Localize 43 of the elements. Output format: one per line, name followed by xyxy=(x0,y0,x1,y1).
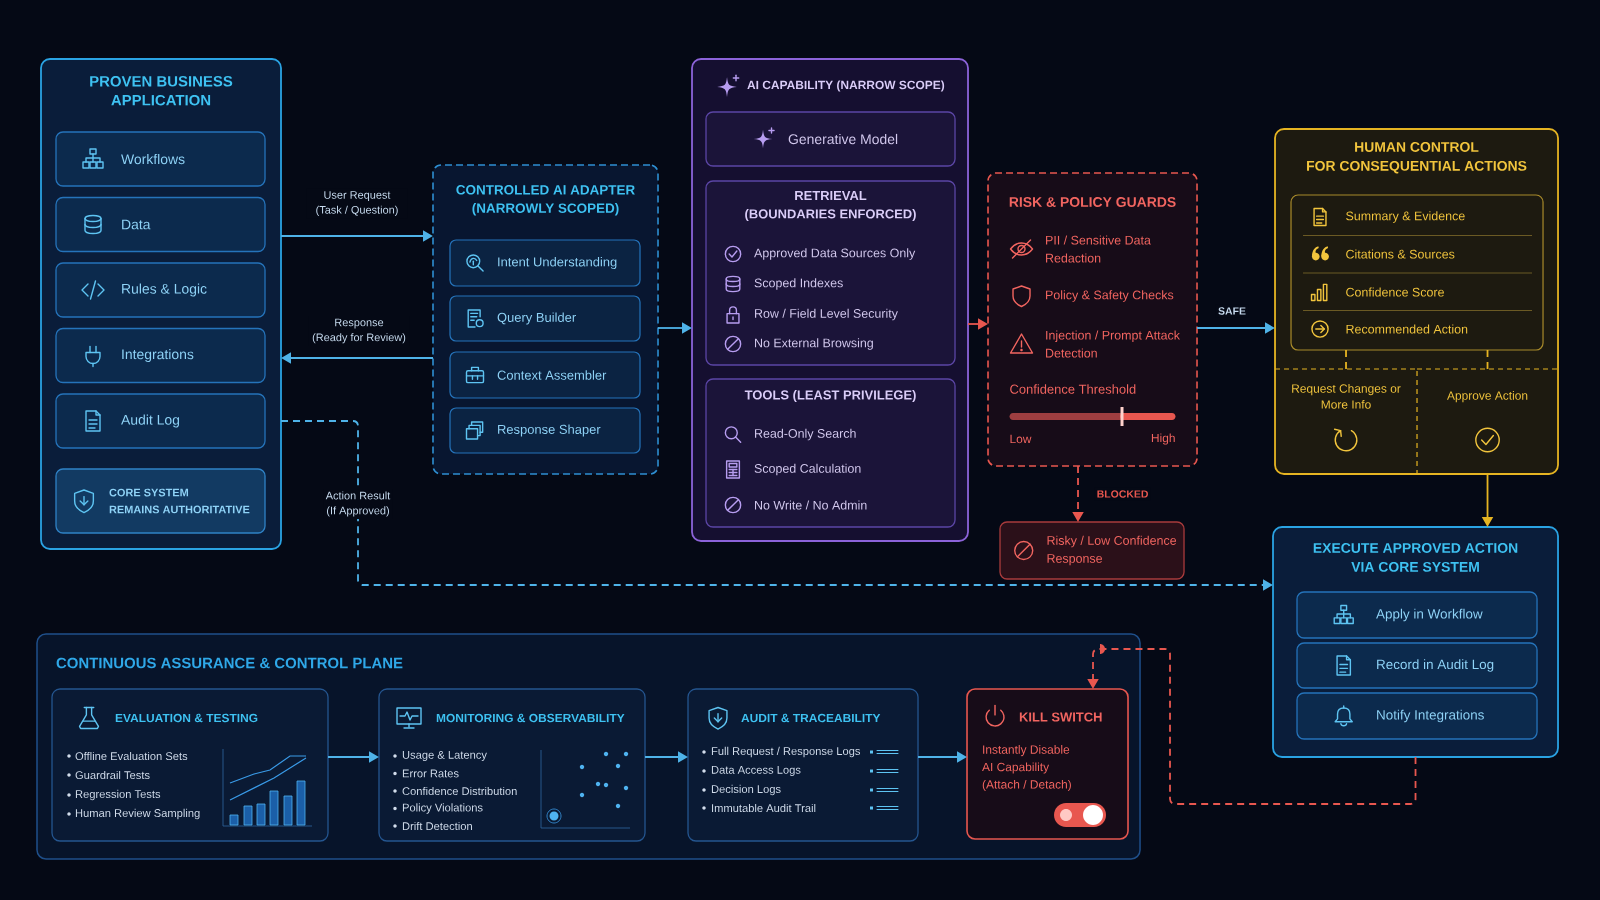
status-box: CORE SYSTEM REMAINS AUTHORITATIVE xyxy=(55,468,266,534)
item-box: Audit Log xyxy=(55,393,266,449)
list-item: Citations & Sources xyxy=(1346,249,1455,259)
bullet-item: Full Request / Response Logs xyxy=(711,746,861,758)
item-box: Apply in Workflow xyxy=(1296,591,1538,639)
bullet-item: Confidence Distribution xyxy=(402,786,517,796)
bullet-item: Data Access Logs xyxy=(711,766,801,776)
bullet-item: Regression Tests xyxy=(75,789,161,801)
edge-label: User Request (Task / Question) xyxy=(306,188,408,219)
list-item: Recommended Action xyxy=(1346,324,1468,334)
list-item: Confidence Score xyxy=(1346,287,1444,297)
bullet-item: Drift Detection xyxy=(402,821,472,831)
scale-label: Low xyxy=(1010,434,1032,444)
item-box: Rules & Logic xyxy=(55,262,266,318)
bullet-item: Decision Logs xyxy=(711,784,781,796)
list-item: PII / Sensitive Data Redaction xyxy=(1046,235,1151,263)
bullet-item: Human Review Sampling xyxy=(75,808,200,820)
item-box: Data xyxy=(55,196,266,253)
alert-box: Risky / Low Confidence Response xyxy=(999,521,1185,580)
action-cell: Approve Action xyxy=(1416,368,1559,403)
item-box: Record in Audit Log xyxy=(1296,642,1538,689)
bullet-item: Error Rates xyxy=(402,769,459,778)
item-box: Workflows xyxy=(55,131,266,187)
scale-label: High xyxy=(1151,433,1175,445)
item-box: Query Builder xyxy=(449,295,641,342)
action-cell: Request Changes or More Info xyxy=(1274,368,1418,475)
description-text: Instantly Disable AI Capability (Attach / Detach) xyxy=(982,745,1071,791)
bullet-item: Usage & Latency xyxy=(402,751,487,761)
list-item: Injection / Prompt Attack Detection xyxy=(1046,330,1180,358)
edge-label: Action Result (If Approved) xyxy=(323,488,393,520)
bullet-item: Immutable Audit Trail xyxy=(712,803,816,813)
slider-label: Confidence Threshold xyxy=(1010,384,1136,394)
edge-label: Response (Ready for Review) xyxy=(308,316,410,346)
item-box: Response Shaper xyxy=(449,407,641,454)
list-item: Policy & Safety Checks xyxy=(1046,290,1174,302)
list-item: Summary & Evidence xyxy=(1346,211,1465,223)
item-box: Context Assembler xyxy=(449,351,641,399)
bullet-item: Policy Violations xyxy=(402,803,483,814)
bullet-item: Guardrail Tests xyxy=(75,770,150,780)
item-box: Integrations xyxy=(55,327,266,384)
item-box: Intent Understanding xyxy=(449,239,641,287)
item-box: Notify Integrations xyxy=(1296,692,1538,740)
bullet-item: Offline Evaluation Sets xyxy=(75,751,188,761)
